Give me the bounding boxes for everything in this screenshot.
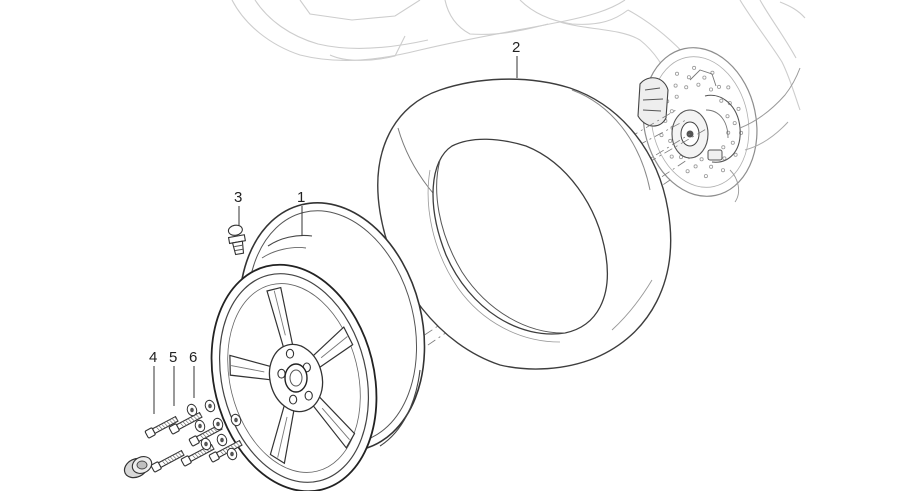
disc-hole [721,145,726,150]
tire-valve [227,224,246,256]
washer [194,419,206,433]
lug-hole [288,394,298,405]
disc-hole [725,114,730,119]
bolt [168,411,203,435]
washer [204,399,216,413]
disc-hole [669,109,674,114]
callout-4: 4 [149,349,157,366]
disc-hole [686,75,691,80]
callout-1: 1 [297,189,305,206]
hub-cap [123,456,153,479]
spoke-groove [320,336,348,359]
lug-hole [304,390,313,401]
disc-hole [736,106,741,111]
washers [186,399,242,461]
tire [377,78,672,370]
callout-6: 6 [189,349,197,366]
disc-hole [709,87,714,92]
disc-hole [659,133,664,138]
disc-hole [719,98,724,103]
disc-hole [673,83,678,88]
callout-2: 2 [512,39,520,56]
disc-hole [702,75,707,80]
disc-hole [675,71,680,76]
spoke-groove [273,290,286,336]
disc-hole [684,85,689,90]
callout-3: 3 [234,189,242,206]
spoke-groove [231,365,265,373]
washer [200,437,212,451]
lug-hole [277,368,286,379]
disc-hole [709,164,714,169]
disc-hole [699,157,704,162]
disc-hole [693,164,698,169]
disc-hole [696,82,701,87]
washer [212,417,224,431]
callout-leaders [153,56,518,414]
disc-hole [669,154,674,159]
lug-hole [285,348,295,359]
disc-hole [722,156,727,161]
disc-hole [668,138,673,143]
spoke-groove [321,407,350,440]
disc-hole [692,65,697,70]
disc-hole [721,168,726,173]
bolt [150,449,185,473]
bolt [144,415,179,439]
washer [230,413,242,427]
disc-hole [726,85,731,90]
disc-hole [730,140,735,145]
spoke-groove [277,416,288,458]
wheel-rim [210,202,426,491]
disc-hole [727,101,732,106]
disc-hole [717,84,722,89]
washer [186,403,198,417]
disc-hole [733,152,738,157]
callout-5: 5 [169,349,177,366]
disc-hole [732,121,737,126]
vehicle-body-outline [231,0,806,111]
disc-hole [674,94,679,99]
washer [226,447,238,461]
disc-hole [685,169,690,174]
disc-hole [703,174,708,179]
disc-hole [739,130,744,135]
washer [216,433,228,447]
